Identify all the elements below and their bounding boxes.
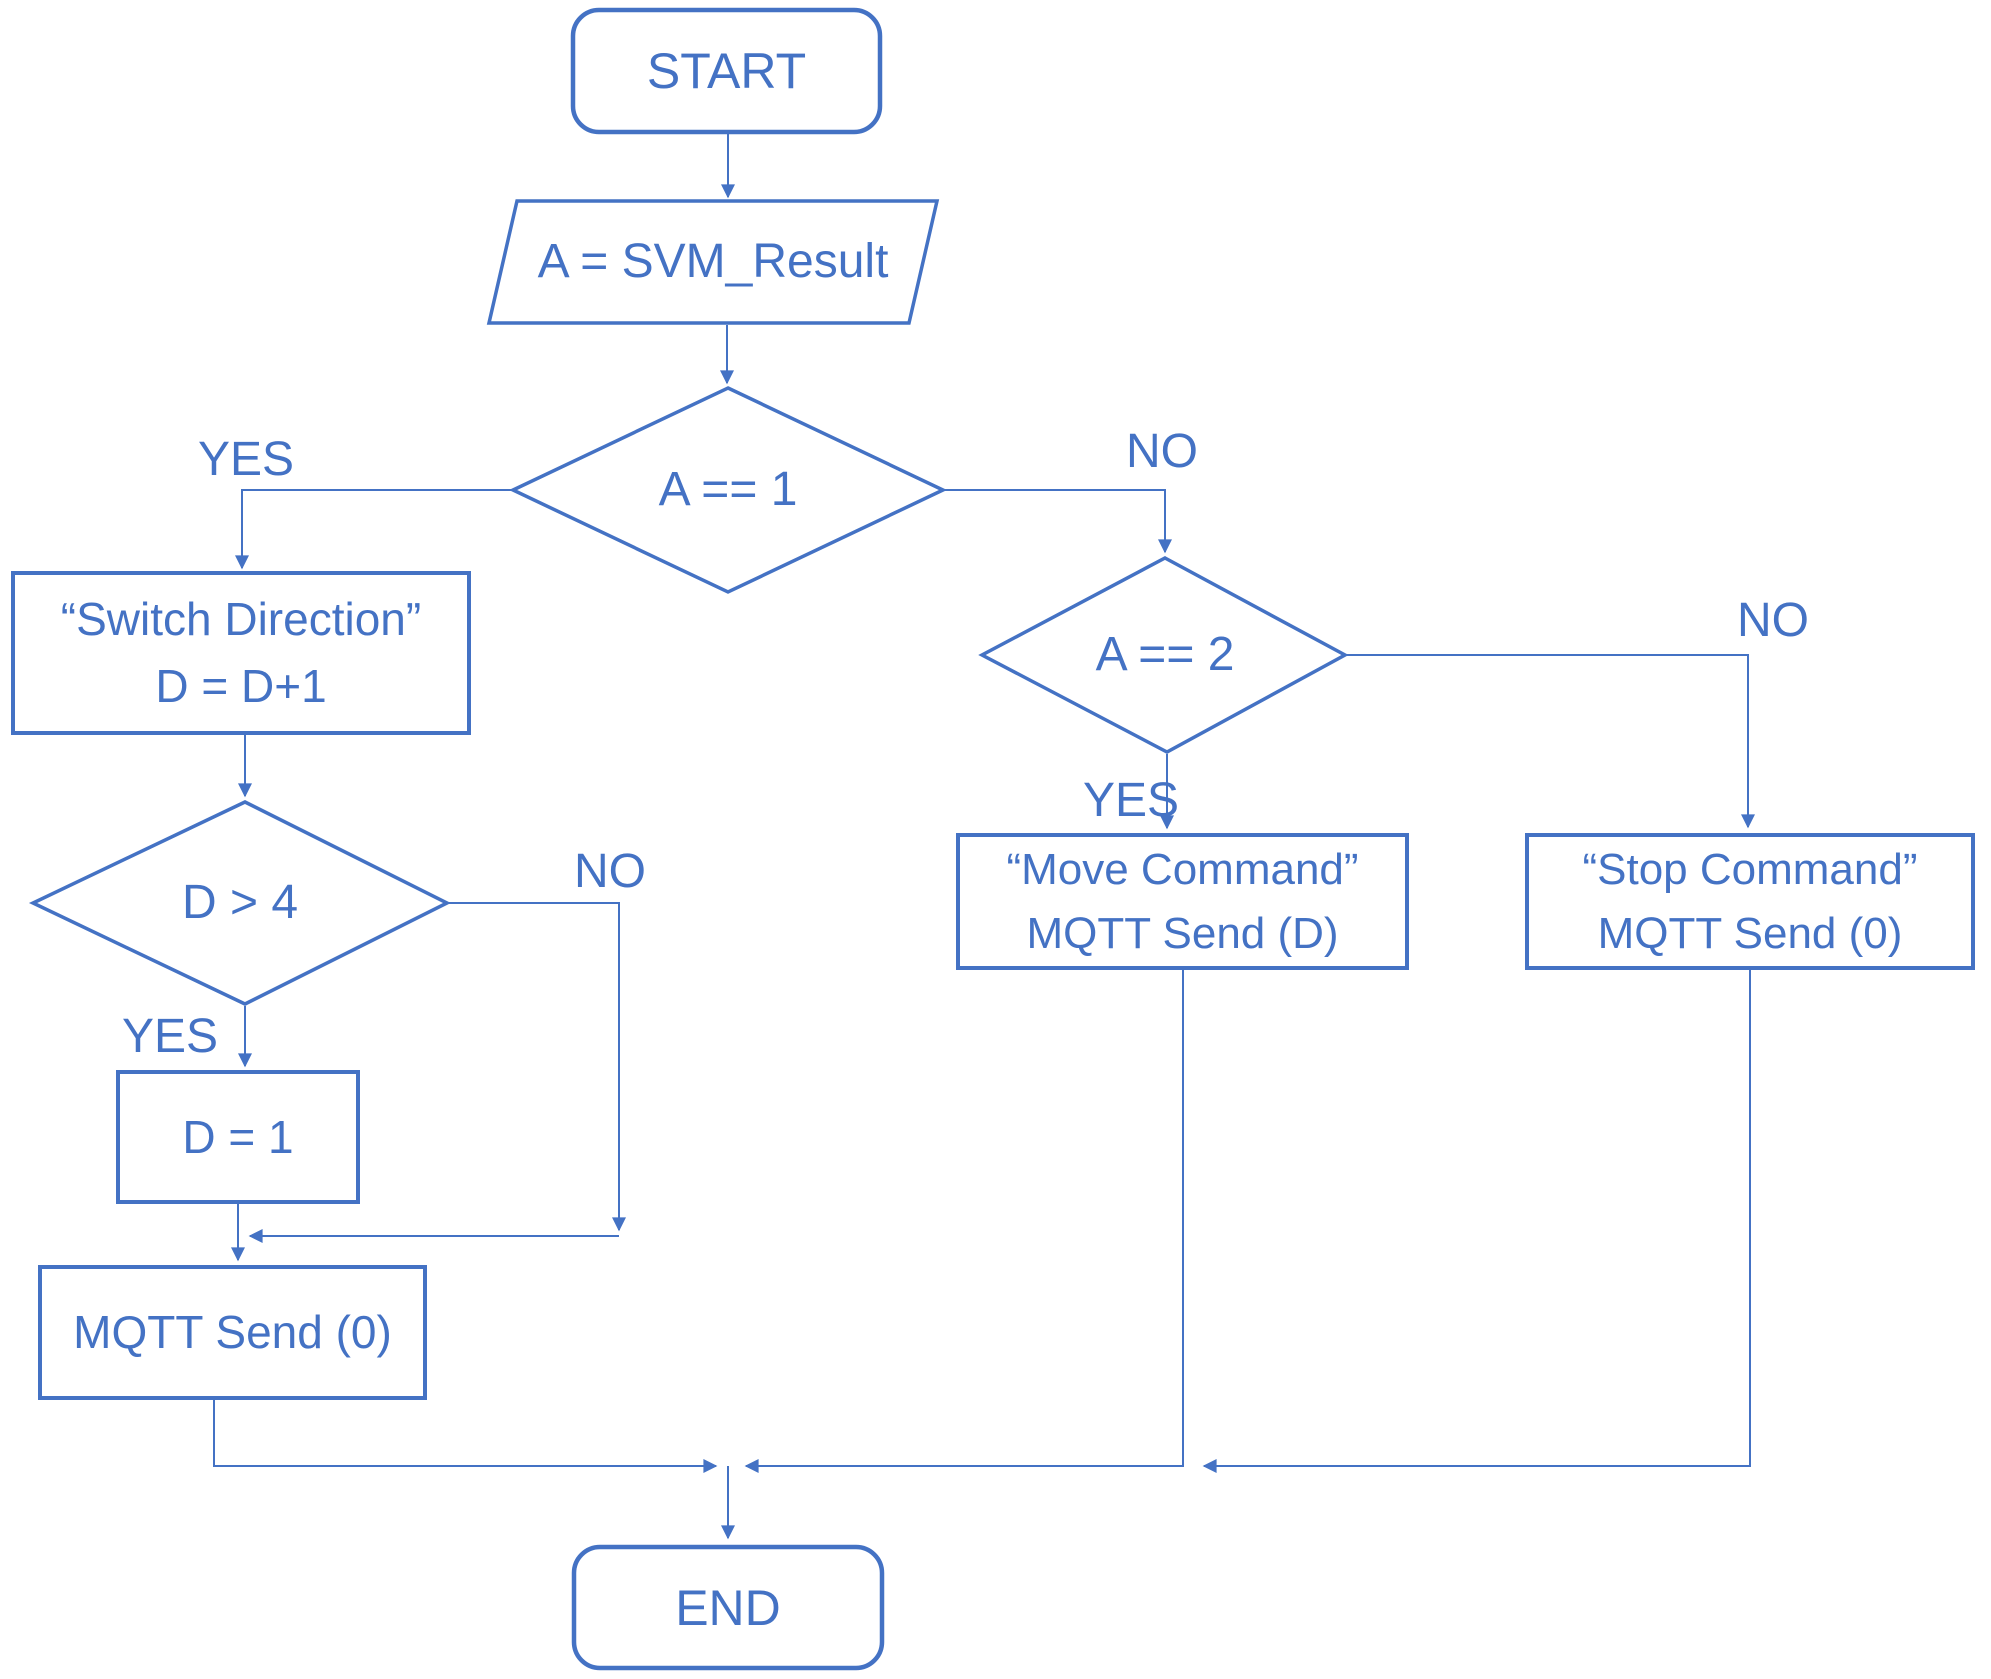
a2-no-branch-label: NO [1737,594,1809,648]
move-command-process-shape [956,833,1409,970]
switch-direction-process-shape [11,571,471,735]
move-command-label: “Move Command” MQTT Send (D) [958,835,1407,968]
d4-no-branch-label: NO [574,845,646,899]
stop-command-process-shape [1525,833,1975,970]
switch-direction-label: “Switch Direction” D = D+1 [13,573,469,733]
d4-yes-branch-label: YES [121,1010,219,1064]
stop-command-label: “Stop Command” MQTT Send (0) [1527,835,1973,968]
switch-direction-line1: “Switch Direction” [60,593,422,646]
a2-yes-branch-label: YES [1082,774,1180,828]
edge-a1-no-to-check-a2 [943,489,1172,554]
a1-no-branch-label: NO [1126,425,1198,479]
a1-yes-branch-label: YES [197,433,295,487]
end-terminator-shape [571,1544,885,1671]
start-label: START [646,43,807,99]
move-command-line2: MQTT Send (D) [1026,908,1339,958]
move-command-line1: “Move Command” [1006,844,1359,894]
edge-d4-no-elbow [447,902,626,1232]
switch-direction-line2: D = D+1 [155,660,327,712]
check-a1-decision-shape [508,386,948,594]
edge-mqtt-send-zero-to-end-junction [213,1400,718,1473]
edge-stop-command-to-move-line [1202,970,1751,1473]
check-a2-label: A == 2 [1095,628,1235,682]
svm-input-label: A = SVM_Result [537,235,889,289]
mqtt-send-zero-label: MQTT Send (0) [73,1306,392,1359]
reset-d-label: D = 1 [182,1110,294,1163]
edge-a2-no-to-stop-command [1345,654,1755,829]
check-a2-decision-shape [978,556,1349,754]
check-a1-label: A == 1 [658,463,798,517]
start-terminator-shape [570,7,883,135]
edge-move-command-to-end-junction [744,970,1184,1473]
edge-a1-yes-to-switch-direction [235,489,513,570]
svm-input-parallelogram-shape [486,199,940,325]
check-d4-label: D > 4 [181,876,299,930]
reset-d-process-shape [116,1070,360,1204]
mqtt-send-zero-process-shape [38,1265,427,1400]
stop-command-line2: MQTT Send (0) [1597,908,1903,958]
check-d4-decision-shape [28,800,451,1006]
stop-command-line1: “Stop Command” [1582,844,1918,894]
end-label: END [675,1579,781,1636]
